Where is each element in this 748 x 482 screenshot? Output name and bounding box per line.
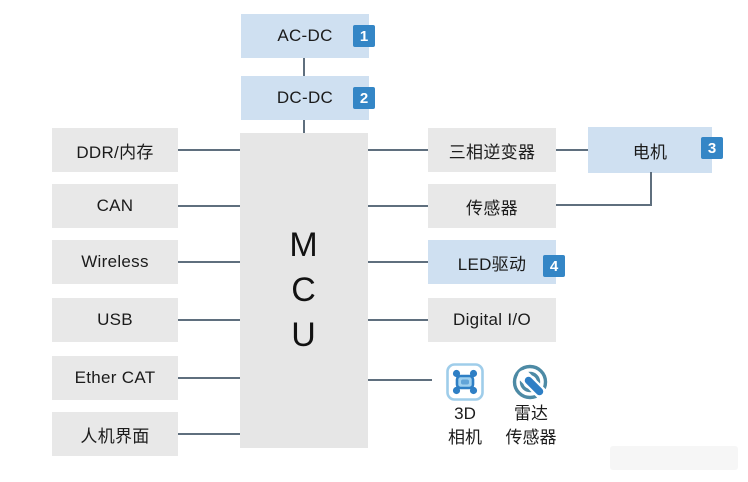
connector-usb-mcu <box>178 319 240 321</box>
block-ethercat-label: Ether CAT <box>74 368 156 387</box>
badge-3: 3 <box>701 137 723 159</box>
block-sensor-label: 传感器 <box>466 198 518 218</box>
mcu-letter-c: C <box>291 271 317 309</box>
connector-mcu-inverter <box>368 149 428 151</box>
connector-can-mcu <box>178 205 240 207</box>
block-dc-dc-label: DC-DC <box>276 88 334 107</box>
block-digital-io: Digital I/O <box>428 298 556 342</box>
block-ddr-memory: DDR/内存 <box>52 128 178 172</box>
badge-2: 2 <box>353 87 375 109</box>
block-ddr-memory-label: DDR/内存 <box>76 142 154 162</box>
block-wireless: Wireless <box>52 240 178 284</box>
connector-hmi-mcu <box>178 433 240 435</box>
block-ethercat: Ether CAT <box>52 356 178 400</box>
radar-sensor-icon <box>509 362 551 409</box>
block-digital-io-label: Digital I/O <box>453 310 531 329</box>
mcu-letter-u: U <box>291 316 317 354</box>
connector-dcdc-mcu <box>303 120 305 133</box>
3d-camera-icon <box>444 361 486 408</box>
mcu-letter-m: M <box>289 226 319 264</box>
connector-mcu-sensor <box>368 205 428 207</box>
block-sensor: 传感器 <box>428 184 556 228</box>
connector-sensor-motor-horizontal <box>556 204 652 206</box>
connector-ddr-mcu <box>178 149 240 151</box>
block-ac-dc: AC-DC <box>241 14 369 58</box>
block-mcu: M C U <box>240 133 368 448</box>
block-wireless-label: Wireless <box>81 252 149 271</box>
block-hmi: 人机界面 <box>52 412 178 456</box>
block-hmi-label: 人机界面 <box>80 426 150 446</box>
radar-sensor-label: 雷达 传感器 <box>505 404 557 447</box>
connector-acdc-dcdc <box>303 58 305 76</box>
badge-4: 4 <box>543 255 565 277</box>
block-ac-dc-label: AC-DC <box>277 26 333 45</box>
block-three-phase-inverter: 三相逆变器 <box>428 128 556 172</box>
block-can-label: CAN <box>96 196 134 215</box>
block-can: CAN <box>52 184 178 228</box>
3d-camera-label: 3D 相机 <box>448 404 482 447</box>
connector-sensor-motor-vertical <box>650 172 652 206</box>
connector-mcu-led <box>368 261 428 263</box>
connector-inverter-motor <box>556 149 588 151</box>
connector-mcu-camera <box>368 379 432 381</box>
connector-wireless-mcu <box>178 261 240 263</box>
block-usb: USB <box>52 298 178 342</box>
block-three-phase-inverter-label: 三相逆变器 <box>448 142 536 162</box>
block-motor: 电机 <box>588 127 712 173</box>
badge-1: 1 <box>353 25 375 47</box>
block-motor-label: 电机 <box>632 142 668 162</box>
block-dc-dc: DC-DC <box>241 76 369 120</box>
connector-mcu-digitalio <box>368 319 428 321</box>
block-led-driver: LED驱动 <box>428 240 556 284</box>
block-led-driver-label: LED驱动 <box>457 254 527 274</box>
connector-ethercat-mcu <box>178 377 240 379</box>
block-usb-label: USB <box>97 310 133 329</box>
watermark-smudge <box>610 446 738 470</box>
